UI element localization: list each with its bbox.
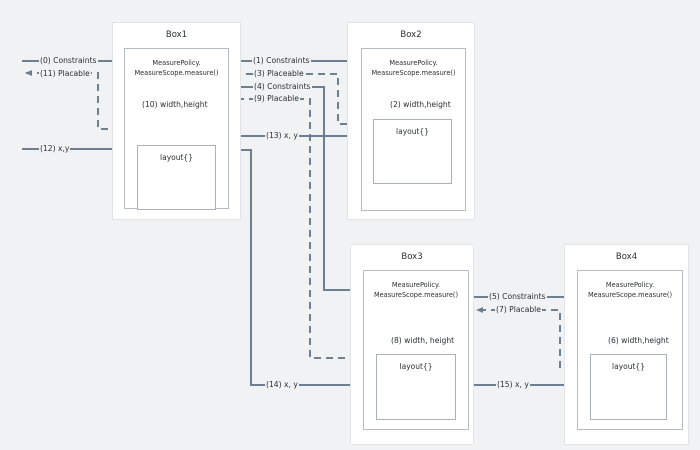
box1-measure-line2: MeasureScope.measure() bbox=[134, 69, 219, 77]
box1-measure-line1: MeasurePolicy. bbox=[152, 59, 201, 67]
label-4-constraints: (4) Constraints bbox=[253, 81, 312, 92]
box4-measure-line2: MeasureScope.measure() bbox=[587, 291, 673, 299]
arrow-11-placable bbox=[25, 70, 120, 130]
label-15-xy: (15) x, y bbox=[496, 379, 530, 390]
label-0-constraints: (0) Constraints bbox=[39, 55, 98, 66]
box1-measure-panel: MeasurePolicy. MeasureScope.measure() la… bbox=[124, 48, 229, 210]
label-10-width-height: (10) width,height bbox=[141, 99, 209, 110]
box2-measure-line1: MeasurePolicy. bbox=[389, 59, 438, 67]
label-7-placable: (7) Placable bbox=[495, 304, 542, 315]
box4-layout-label: layout{} bbox=[612, 362, 645, 371]
box4-layout: layout{} bbox=[590, 354, 667, 420]
box1-measure-label: MeasurePolicy. MeasureScope.measure() bbox=[125, 58, 228, 78]
box3-title: Box3 bbox=[401, 252, 423, 262]
box4-title: Box4 bbox=[615, 252, 638, 262]
label-3-placeable: (3) Placeable bbox=[253, 68, 305, 79]
box4-measure-label: MeasurePolicy. MeasureScope.measure() bbox=[578, 280, 682, 300]
label-5-constraints: (5) Constraints bbox=[488, 291, 547, 302]
box3-layout: layout{} bbox=[376, 354, 456, 420]
label-12-xy: (12) x,y bbox=[39, 143, 71, 154]
box3: Box3 MeasurePolicy. MeasureScope.measure… bbox=[350, 244, 474, 445]
box2-layout: layout{} bbox=[373, 119, 452, 184]
box3-measure-panel: MeasurePolicy. MeasureScope.measure() la… bbox=[363, 270, 469, 430]
label-6-width-height: (6) width,height bbox=[607, 335, 670, 346]
box4-measure-line1: MeasurePolicy. bbox=[605, 281, 655, 289]
label-14-xy: (14) x, y bbox=[265, 379, 299, 390]
box2-layout-label: layout{} bbox=[396, 127, 429, 136]
box2: Box2 MeasurePolicy. MeasureScope.measure… bbox=[347, 22, 475, 220]
label-1-constraints: (1) Constraints bbox=[252, 55, 311, 66]
box3-layout-label: layout{} bbox=[399, 362, 433, 371]
label-2-width-height: (2) width,height bbox=[389, 99, 452, 110]
box1-layout: layout{} bbox=[137, 145, 216, 210]
box2-measure-line2: MeasureScope.measure() bbox=[371, 69, 456, 77]
box3-measure-line1: MeasurePolicy. bbox=[391, 281, 441, 289]
box1: Box1 MeasurePolicy. MeasureScope.measure… bbox=[112, 22, 241, 220]
box1-layout-label: layout{} bbox=[160, 153, 193, 162]
label-13-xy: (13) x, y bbox=[265, 130, 299, 141]
label-11-placable: (11) Placable bbox=[39, 68, 91, 79]
box2-title: Box2 bbox=[400, 30, 422, 40]
box3-measure-label: MeasurePolicy. MeasureScope.measure() bbox=[364, 280, 468, 300]
box1-title: Box1 bbox=[165, 30, 188, 40]
box3-measure-line2: MeasureScope.measure() bbox=[373, 291, 459, 299]
box4-measure-panel: MeasurePolicy. MeasureScope.measure() la… bbox=[577, 270, 683, 430]
label-9-placable: (9) Placable bbox=[253, 93, 300, 104]
label-8-width-height: (8) width, height bbox=[390, 335, 456, 346]
box2-measure-panel: MeasurePolicy. MeasureScope.measure() la… bbox=[361, 48, 466, 211]
box2-measure-label: MeasurePolicy. MeasureScope.measure() bbox=[362, 58, 465, 78]
